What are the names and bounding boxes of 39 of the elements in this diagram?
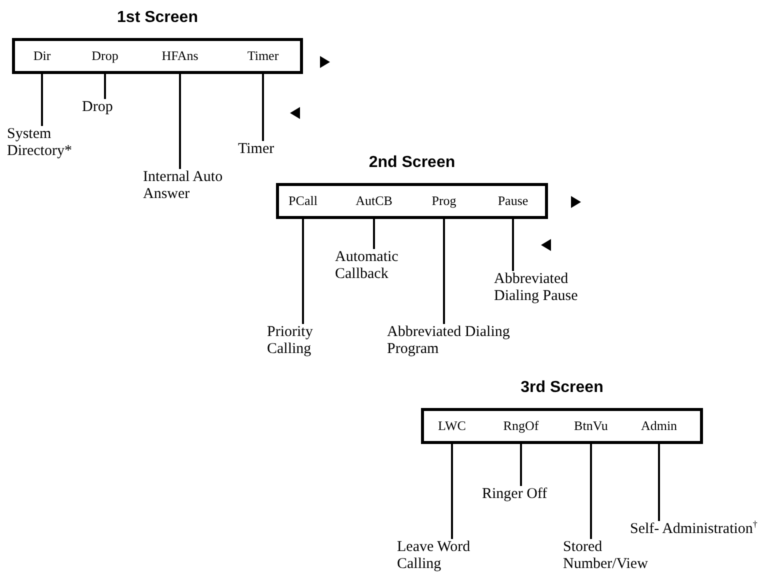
softkey-label: Pause xyxy=(485,186,541,216)
softkey-label: Admin xyxy=(631,411,687,441)
leader-line xyxy=(451,441,453,539)
screen-heading: 3rd Screen xyxy=(520,379,604,397)
screen-heading: 1st Screen xyxy=(117,9,198,27)
softkey-label: LWC xyxy=(424,411,480,441)
feature-label: Timer xyxy=(238,141,293,158)
softkey-label: Drop xyxy=(77,41,133,71)
softkey-label: PCall xyxy=(275,186,331,216)
feature-label: System Directory* xyxy=(7,126,102,160)
leader-line xyxy=(179,71,181,169)
softkey-label: Dir xyxy=(14,41,70,71)
feature-label: Leave Word Calling xyxy=(397,539,507,573)
leader-line xyxy=(104,71,106,99)
softkey-label: Timer xyxy=(235,41,291,71)
feature-label: Abbreviated Dialing Program xyxy=(387,324,537,358)
feature-label: Stored Number/View xyxy=(563,539,688,573)
feature-label: Abbreviated Dialing Pause xyxy=(494,271,604,305)
softkey-label: HFAns xyxy=(152,41,208,71)
screen-heading: 2nd Screen xyxy=(368,154,456,172)
leader-line xyxy=(302,216,304,324)
leader-line xyxy=(658,441,660,521)
feature-label: Internal Auto Answer xyxy=(143,169,238,203)
feature-label: Automatic Callback xyxy=(335,249,430,283)
leader-line xyxy=(41,71,43,126)
softkey-label: AutCB xyxy=(346,186,402,216)
leader-line xyxy=(520,441,522,486)
leader-line xyxy=(373,216,375,249)
feature-label: Self- Administration$^{†}$ xyxy=(630,521,772,538)
leader-line xyxy=(590,441,592,539)
softkey-label: Prog xyxy=(416,186,472,216)
softkey-label: RngOf xyxy=(493,411,549,441)
leader-line xyxy=(262,71,264,141)
feature-label: Priority Calling xyxy=(267,324,337,358)
softkey-label: BtnVu xyxy=(563,411,619,441)
leader-line xyxy=(443,216,445,324)
feature-label: Drop xyxy=(82,99,132,116)
leader-line xyxy=(512,216,514,271)
feature-label: Ringer Off xyxy=(482,486,577,503)
